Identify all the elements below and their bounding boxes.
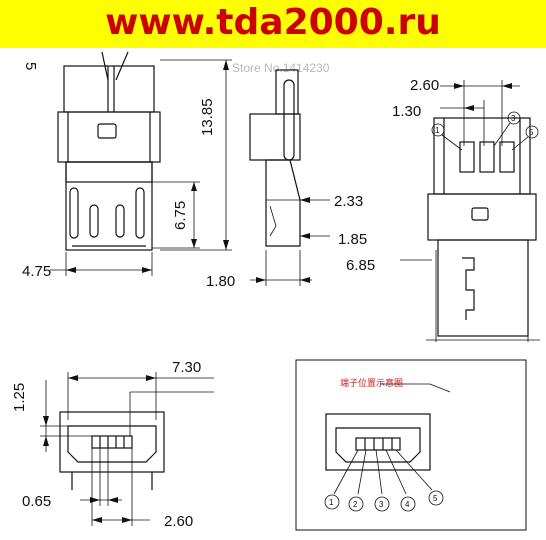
dim-1-85: 1.85 xyxy=(300,231,367,248)
dim-2-60-bottom: 2.60 xyxy=(91,448,193,530)
pin-label-5: 5 xyxy=(529,128,534,137)
side-cable xyxy=(275,69,299,115)
site-url[interactable]: www.tda2000.ru xyxy=(105,2,441,43)
site-banner: www.tda2000.ru xyxy=(0,0,546,48)
label-6-75: 6.75 xyxy=(172,201,189,230)
dim-2-33: 2.33 xyxy=(300,193,363,210)
front-contact-3 xyxy=(115,204,125,238)
pin-label-b1: 1 xyxy=(329,498,334,507)
label-4-75: 4.75 xyxy=(22,263,51,280)
pin-position-note: 端子位置示意图 xyxy=(340,377,403,389)
side-label: 5 xyxy=(22,62,39,70)
label-1-85: 1.85 xyxy=(338,231,367,248)
pin-markers-top: 1 3 5 xyxy=(431,111,539,151)
dim-1-80: 1.80 xyxy=(206,250,312,290)
pin-marker-b2 xyxy=(348,496,364,512)
side-slot xyxy=(283,79,295,161)
pin-markers-bottom: 1 2 3 4 5 xyxy=(324,449,444,512)
pin-label-b4: 4 xyxy=(405,500,410,509)
pin-label-b2: 2 xyxy=(353,500,358,509)
side-latch xyxy=(269,205,277,237)
pin-marker-b1 xyxy=(324,494,340,510)
dim-6-75: 6.75 xyxy=(152,181,200,249)
dim-7-30: 7.30 xyxy=(67,359,214,436)
front-leader-2 xyxy=(115,51,129,81)
front-leader-1 xyxy=(101,51,109,81)
front-body xyxy=(57,111,161,163)
side-plug xyxy=(265,159,301,247)
dim-4-75: 4.75 xyxy=(22,252,153,280)
pin-plug xyxy=(437,239,529,337)
pin-contact-path xyxy=(462,257,475,320)
label-13-85: 13.85 xyxy=(199,98,216,136)
front-contact-1 xyxy=(69,187,79,239)
pin-label-1: 1 xyxy=(435,126,440,135)
pin-label-b3: 3 xyxy=(379,500,384,509)
front-plug-collar xyxy=(65,161,153,183)
pin-slot-2 xyxy=(479,141,495,173)
pin-position-box: 端子位置示意图 xyxy=(295,359,527,531)
store-watermark: Store No.1414230 xyxy=(232,61,330,75)
dim-1-30: 1.30 xyxy=(392,100,485,146)
dim-13-85: 13.85 xyxy=(160,59,232,251)
pin-label-3: 3 xyxy=(511,114,516,123)
front-plug xyxy=(65,161,153,251)
pin-view xyxy=(426,117,540,342)
side-view xyxy=(249,69,301,247)
label-0-65: 0.65 xyxy=(22,493,51,510)
pin-body-top xyxy=(433,117,531,195)
label-1-25: 1.25 xyxy=(11,383,28,412)
label-7-30: 7.30 xyxy=(172,359,201,376)
label-2-33: 2.33 xyxy=(334,193,363,210)
dim-2-60-top: 2.60 xyxy=(410,77,520,146)
label-1-80: 1.80 xyxy=(206,273,235,290)
front-view xyxy=(57,51,161,251)
pin-face-outer xyxy=(325,413,431,471)
pin-marker-b4 xyxy=(400,496,416,512)
label-1-30: 1.30 xyxy=(392,103,421,120)
face-shell xyxy=(67,425,157,463)
front-contact-2 xyxy=(89,204,99,238)
label-2-60-top: 2.60 xyxy=(410,77,439,94)
side-body xyxy=(249,113,301,161)
pin-box-frame xyxy=(295,359,527,531)
pin-marker-b3 xyxy=(374,496,390,512)
front-contact-4 xyxy=(135,187,145,239)
dim-1-25: 1.25 xyxy=(11,380,92,452)
pin-face-contacts xyxy=(355,437,401,451)
front-cable-block xyxy=(63,65,155,113)
pin-latch-window xyxy=(471,207,489,221)
pin-marker-3 xyxy=(507,111,521,125)
pin-marker-1 xyxy=(431,123,445,137)
pin-marker-5 xyxy=(525,125,539,139)
dim-6-85: 6.85 xyxy=(346,257,432,274)
front-latch-window xyxy=(97,123,117,139)
pin-body-bottom xyxy=(427,193,537,241)
label-2-60-bottom: 2.60 xyxy=(164,513,193,530)
face-outer xyxy=(59,411,165,473)
pin-face-shell xyxy=(335,427,421,463)
pin-label-b5: 5 xyxy=(433,494,438,503)
face-contacts xyxy=(91,435,133,449)
pin-marker-b5 xyxy=(428,490,444,506)
pin-slot-1 xyxy=(459,141,475,173)
face-view-left xyxy=(59,411,165,490)
pin-slot-3 xyxy=(499,141,515,173)
label-6-85: 6.85 xyxy=(346,257,375,274)
note-leader xyxy=(380,383,451,393)
dim-0-65: 0.65 xyxy=(22,448,122,510)
